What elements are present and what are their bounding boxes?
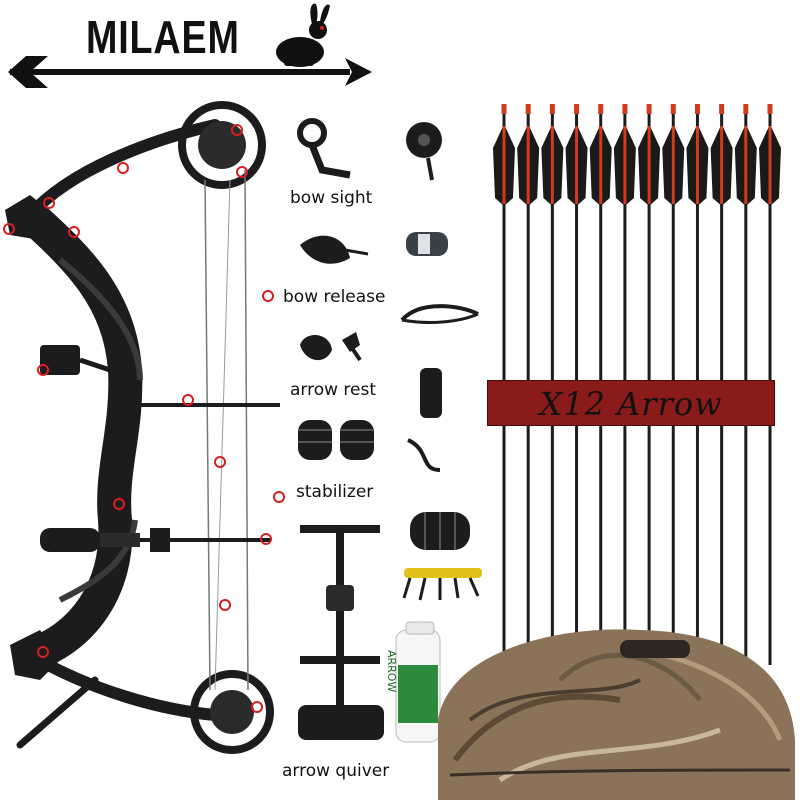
string-lube-tube-icon xyxy=(395,621,441,743)
banner-text: X12 Arrow xyxy=(539,385,723,423)
bow-sight-icon xyxy=(297,118,351,179)
arrow-rest-icon xyxy=(300,332,362,362)
hex-key-tool-icon xyxy=(402,568,482,601)
string-loop-icon xyxy=(407,438,441,472)
brand-name: MILAEM xyxy=(86,11,240,63)
camo-bow-case-icon xyxy=(438,629,795,800)
x12-arrow-banner: X12 Arrow xyxy=(487,380,775,426)
marker-circles xyxy=(3,124,285,713)
label-bow-sight: bow sight xyxy=(290,188,373,208)
arrow-holder-icon xyxy=(420,368,442,418)
lube-label: ARROW xyxy=(385,650,398,693)
peep-sight-icon xyxy=(406,122,442,181)
label-arrow-quiver: arrow quiver xyxy=(282,761,390,781)
arrow-5 xyxy=(589,104,612,665)
rabbit-icon xyxy=(276,3,330,67)
label-arrow-rest: arrow rest xyxy=(290,380,377,400)
cable-icon xyxy=(400,304,479,324)
stabilizer-dampers-icon xyxy=(298,420,374,460)
arrow-quiver-icon xyxy=(298,525,384,740)
bow-release-icon xyxy=(300,235,369,264)
label-stabilizer: stabilizer xyxy=(296,482,374,502)
label-bow-release: bow release xyxy=(283,287,386,307)
damper-icon xyxy=(410,512,470,550)
grip-tape-icon xyxy=(406,232,448,256)
compound-bow xyxy=(5,101,280,754)
arrow-icon xyxy=(8,56,372,88)
brand-logo xyxy=(8,3,372,88)
